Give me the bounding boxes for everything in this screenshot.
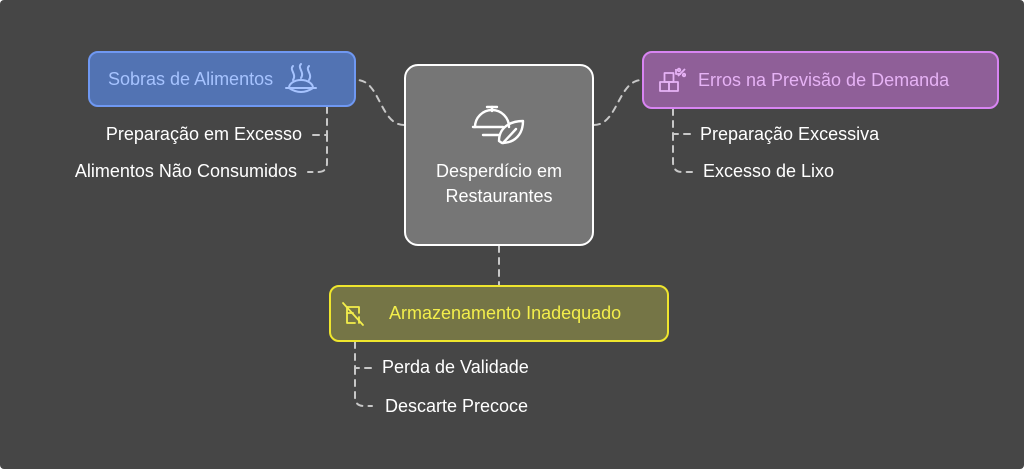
leaf-sobras-2: Alimentos Não Consumidos <box>74 161 297 181</box>
broken-storage-icon <box>342 301 364 326</box>
forecast-blocks-icon <box>659 67 686 92</box>
leaf-armazenamento-2: Descarte Precoce <box>385 396 529 416</box>
connector-sobras-item-1 <box>307 106 328 136</box>
center-node[interactable]: Desperdício em Restaurantes <box>404 64 594 246</box>
dish-leaf-icon <box>471 105 525 145</box>
leaf-sobras-1: Preparação em Excesso <box>105 124 302 144</box>
connector-center-erros <box>593 79 643 126</box>
connector-erros-item-2 <box>672 133 693 173</box>
topic-armazenamento-inadequado[interactable]: Armazenamento Inadequado <box>329 285 669 342</box>
topic-label: Armazenamento Inadequado <box>389 303 622 323</box>
topic-sobras-de-alimentos[interactable]: Sobras de Alimentos <box>88 51 356 107</box>
connector-sobras-item-2 <box>307 134 328 173</box>
topic-erros-na-previsao-de-demanda[interactable]: Erros na Previsão de Demanda <box>642 51 999 109</box>
connector-armazenamento-item-2 <box>354 367 373 407</box>
connector-armazenamento-item-1 <box>354 341 373 369</box>
center-title: Desperdício em Restaurantes <box>435 161 563 206</box>
connector-erros-item-1 <box>672 108 693 135</box>
connector-center-sobras <box>356 79 405 126</box>
topic-label: Erros na Previsão de Demanda <box>698 69 950 90</box>
leaf-armazenamento-1: Perda de Validade <box>382 357 529 377</box>
leaf-erros-2: Excesso de Lixo <box>703 161 835 181</box>
topic-label: Sobras de Alimentos <box>108 68 274 89</box>
food-steam-icon <box>285 63 318 93</box>
leaf-erros-1: Preparação Excessiva <box>700 124 880 144</box>
